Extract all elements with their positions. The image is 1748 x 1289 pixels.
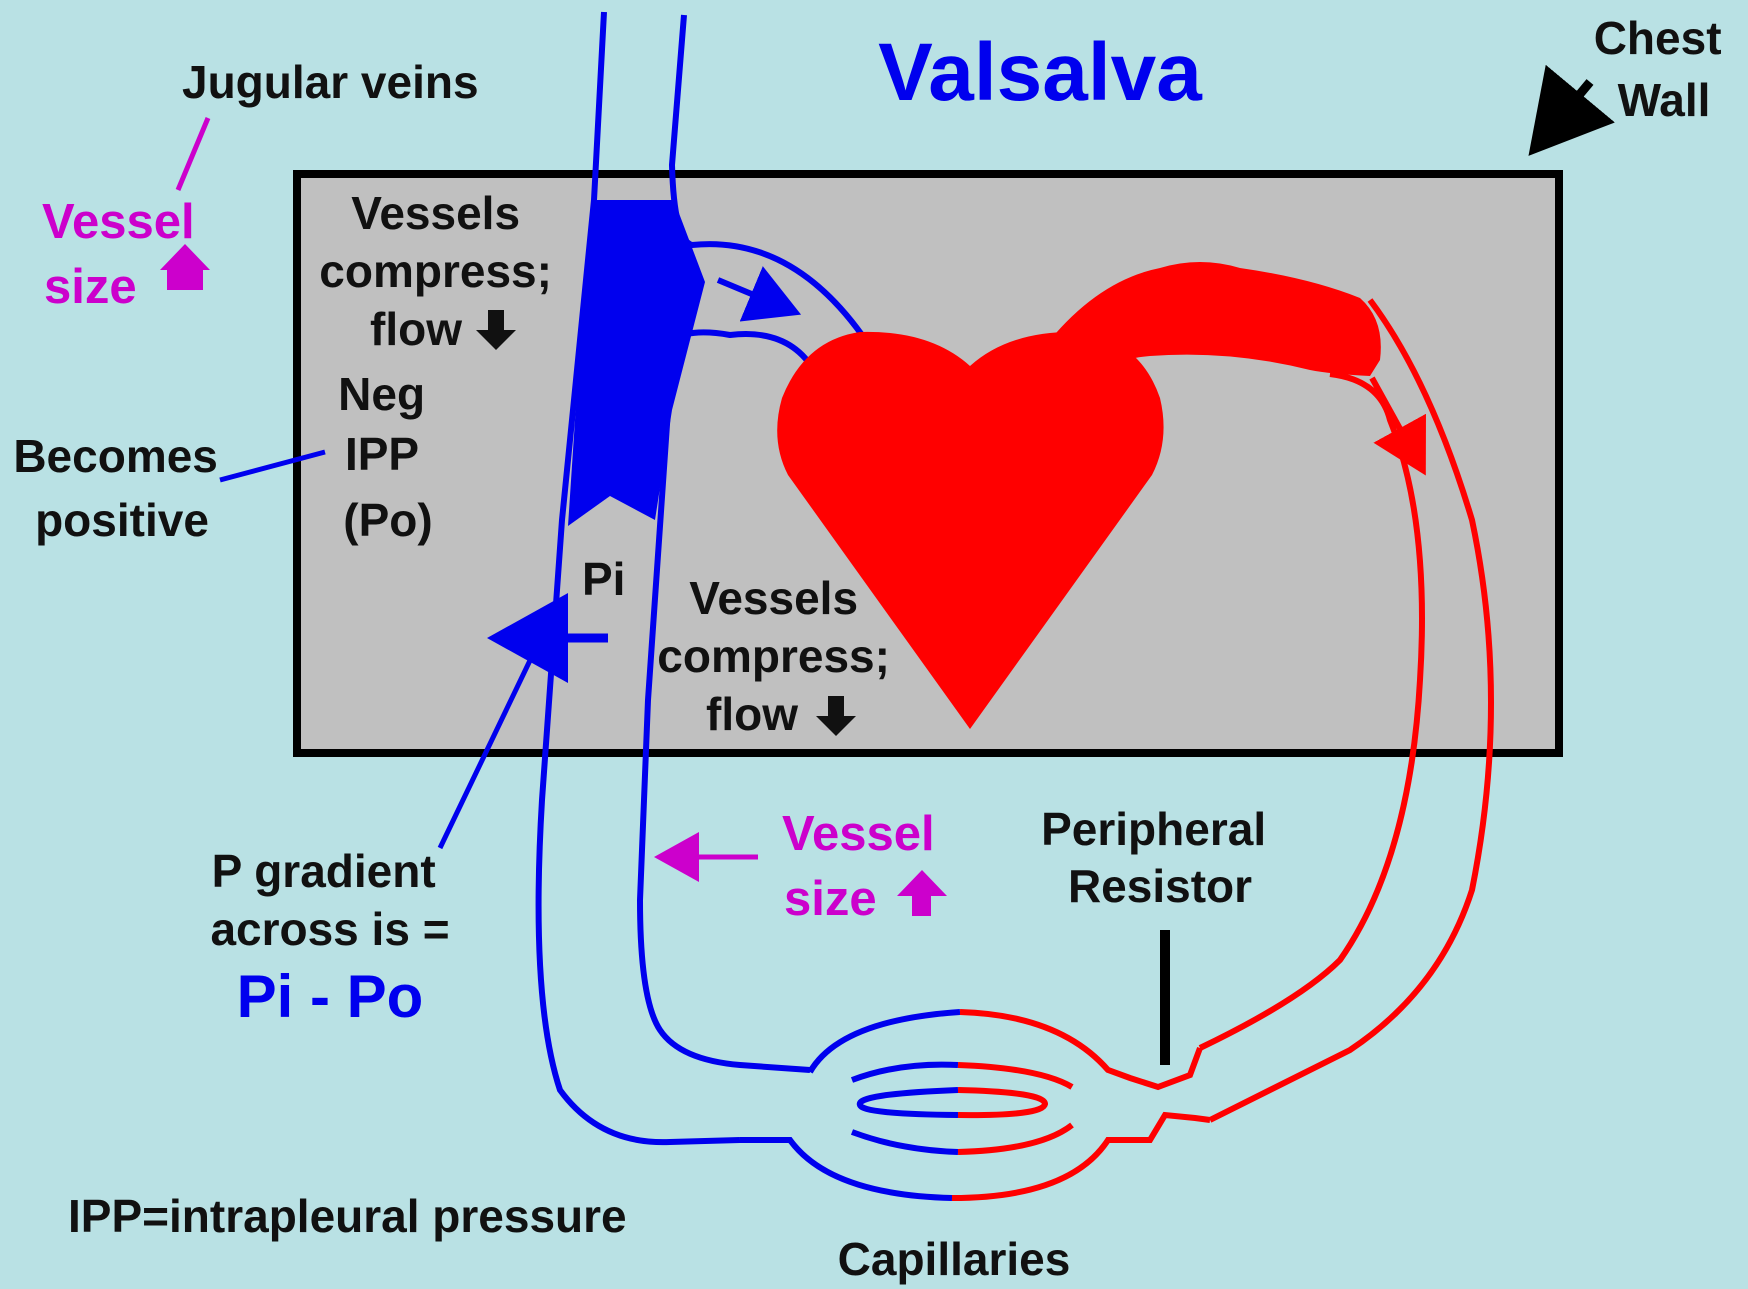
neg-ipp-label: Neg IPP (Po) bbox=[338, 368, 438, 546]
peripheral-resistor-label: Peripheral Resistor bbox=[1041, 803, 1279, 912]
capillary-artery-lower bbox=[952, 1115, 1210, 1198]
pi-label: Pi bbox=[582, 553, 625, 605]
chest-wall-pointer-arrow bbox=[1540, 82, 1590, 142]
jugular-veins-label: Jugular veins bbox=[182, 56, 479, 108]
becomes-positive-label: Becomes positive bbox=[13, 430, 230, 546]
capillary-vein-mid-upper bbox=[852, 1065, 958, 1080]
capillaries-label: Capillaries bbox=[838, 1233, 1071, 1285]
ipp-definition-label: IPP=intrapleural pressure bbox=[68, 1190, 627, 1242]
capillary-artery-loop bbox=[958, 1090, 1045, 1115]
jugular-leader-line bbox=[178, 118, 208, 190]
chest-wall-label: Chest Wall bbox=[1594, 12, 1735, 126]
title: Valsalva bbox=[878, 27, 1203, 118]
capillary-artery-mid-lower bbox=[958, 1125, 1072, 1152]
pi-po-label: Pi - Po bbox=[237, 963, 424, 1030]
p-gradient-label: P gradient across is = bbox=[210, 845, 449, 955]
capillary-vein-mid-lower bbox=[852, 1132, 958, 1152]
up-arrow-icon bbox=[897, 870, 947, 916]
capillary-artery-mid-upper bbox=[958, 1065, 1072, 1087]
capillary-vein-loop bbox=[860, 1090, 958, 1115]
up-arrow-icon bbox=[160, 244, 210, 290]
